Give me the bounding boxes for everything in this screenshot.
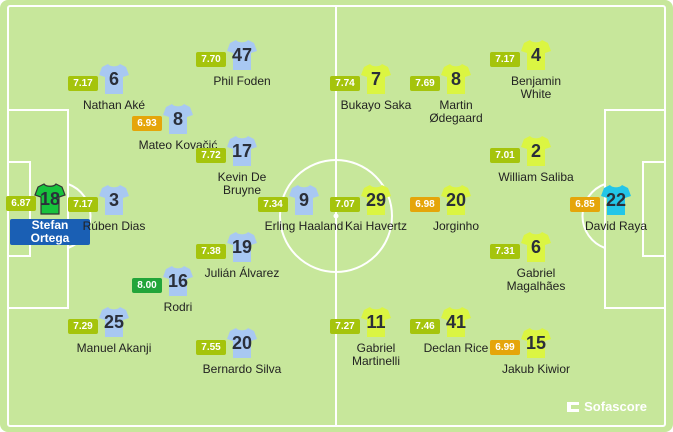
jersey-number: 6 xyxy=(108,69,119,89)
player-name: Jakub Kiwior xyxy=(501,362,571,376)
jersey-number: 17 xyxy=(231,141,253,161)
rating-badge: 6.99 xyxy=(490,340,520,355)
player-name: Erling Haaland xyxy=(264,219,344,233)
rating-badge: 7.27 xyxy=(330,319,360,334)
player-name: Rodri xyxy=(163,300,193,314)
brand-label: Sofascore xyxy=(584,399,647,414)
rating-badge: 7.69 xyxy=(410,76,440,91)
player-odegaard[interactable]: 8 7.69 Martin Ødegaard xyxy=(410,62,496,125)
player-martinelli[interactable]: 11 7.27 Gabriel Martinelli xyxy=(330,305,416,368)
jersey-number: 22 xyxy=(605,190,627,210)
rating-badge: 7.34 xyxy=(258,197,288,212)
rating-badge: 7.29 xyxy=(68,319,98,334)
jersey-number: 9 xyxy=(298,190,309,210)
rating-badge: 7.17 xyxy=(490,52,520,67)
jersey-number: 18 xyxy=(39,189,61,209)
rating-badge: 7.70 xyxy=(196,52,226,67)
jersey-number: 20 xyxy=(231,333,253,353)
jersey-number: 15 xyxy=(525,333,547,353)
player-name: Kevin De Bruyne xyxy=(217,170,267,197)
jersey-number: 25 xyxy=(103,312,125,332)
player-name: Kai Havertz xyxy=(344,219,408,233)
jersey-number: 19 xyxy=(231,237,253,257)
player-alvarez[interactable]: 19 7.38 Julián Álvarez xyxy=(196,230,282,280)
player-name: Nathan Aké xyxy=(82,98,146,112)
player-ortega[interactable]: 18 6.87 Stefan Ortega xyxy=(6,182,90,245)
rating-badge: 7.38 xyxy=(196,244,226,259)
player-name: William Saliba xyxy=(498,170,574,184)
player-magalhaes[interactable]: 6 7.31 Gabriel Magalhães xyxy=(490,230,576,293)
player-name: Stefan Ortega xyxy=(10,219,90,245)
player-jorginho[interactable]: 20 6.98 Jorginho xyxy=(410,183,496,233)
jersey-number: 47 xyxy=(231,45,253,65)
sofascore-logo-icon xyxy=(567,401,580,412)
player-name: Declan Rice xyxy=(423,341,489,355)
jersey-number: 8 xyxy=(172,109,183,129)
rating-badge: 7.01 xyxy=(490,148,520,163)
jersey-number: 7 xyxy=(370,69,381,89)
player-foden[interactable]: 47 7.70 Phil Foden xyxy=(196,38,282,88)
player-raya[interactable]: 22 6.85 David Raya xyxy=(570,183,656,233)
rating-badge: 7.17 xyxy=(68,76,98,91)
player-name: Phil Foden xyxy=(213,74,271,88)
player-name: Manuel Akanji xyxy=(76,341,152,355)
player-rodri[interactable]: 16 8.00 Rodri xyxy=(132,264,218,314)
player-white[interactable]: 4 7.17 Benjamin White xyxy=(490,38,576,101)
jersey-number: 3 xyxy=(108,190,119,210)
player-dias[interactable]: 3 7.17 Rúben Dias xyxy=(68,183,154,233)
player-havertz[interactable]: 29 7.07 Kai Havertz xyxy=(330,183,416,233)
rating-badge: 7.17 xyxy=(68,197,98,212)
player-name: Martin Ødegaard xyxy=(429,98,483,125)
rating-badge: 7.55 xyxy=(196,340,226,355)
rating-badge: 7.72 xyxy=(196,148,226,163)
player-name: Julián Álvarez xyxy=(204,266,280,280)
jersey-number: 8 xyxy=(450,69,461,89)
rating-badge: 6.87 xyxy=(6,196,36,211)
rating-badge: 7.07 xyxy=(330,197,360,212)
jersey-number: 2 xyxy=(530,141,541,161)
player-name: Gabriel Magalhães xyxy=(506,266,566,293)
player-name: David Raya xyxy=(584,219,648,233)
player-silva[interactable]: 20 7.55 Bernardo Silva xyxy=(196,326,282,376)
player-name: Rúben Dias xyxy=(82,219,146,233)
player-name: Jorginho xyxy=(432,219,480,233)
player-name: Bukayo Saka xyxy=(340,98,412,112)
player-kiwior[interactable]: 15 6.99 Jakub Kiwior xyxy=(490,326,576,376)
player-haaland[interactable]: 9 7.34 Erling Haaland xyxy=(258,183,344,233)
player-akanji[interactable]: 25 7.29 Manuel Akanji xyxy=(68,305,154,355)
player-name: Benjamin White xyxy=(510,74,562,101)
rating-badge: 7.46 xyxy=(410,319,440,334)
rating-badge: 6.85 xyxy=(570,197,600,212)
player-name: Gabriel Martinelli xyxy=(351,341,400,368)
player-debruyne[interactable]: 17 7.72 Kevin De Bruyne xyxy=(196,134,282,197)
rating-badge: 6.98 xyxy=(410,197,440,212)
player-rice[interactable]: 41 7.46 Declan Rice xyxy=(410,305,496,355)
rating-badge: 7.74 xyxy=(330,76,360,91)
jersey-number: 41 xyxy=(445,312,467,332)
player-name: Bernardo Silva xyxy=(202,362,282,376)
jersey-number: 16 xyxy=(167,271,189,291)
player-ake[interactable]: 6 7.17 Nathan Aké xyxy=(68,62,154,112)
jersey-number: 11 xyxy=(366,312,386,332)
player-saka[interactable]: 7 7.74 Bukayo Saka xyxy=(330,62,416,112)
player-saliba[interactable]: 2 7.01 William Saliba xyxy=(490,134,576,184)
jersey-number: 20 xyxy=(445,190,467,210)
rating-badge: 8.00 xyxy=(132,278,162,293)
jersey-number: 6 xyxy=(530,237,541,257)
rating-badge: 6.93 xyxy=(132,116,162,131)
jersey-number: 29 xyxy=(365,190,387,210)
rating-badge: 7.31 xyxy=(490,244,520,259)
jersey-number: 4 xyxy=(530,45,541,65)
sofascore-brand: Sofascore xyxy=(566,399,647,414)
